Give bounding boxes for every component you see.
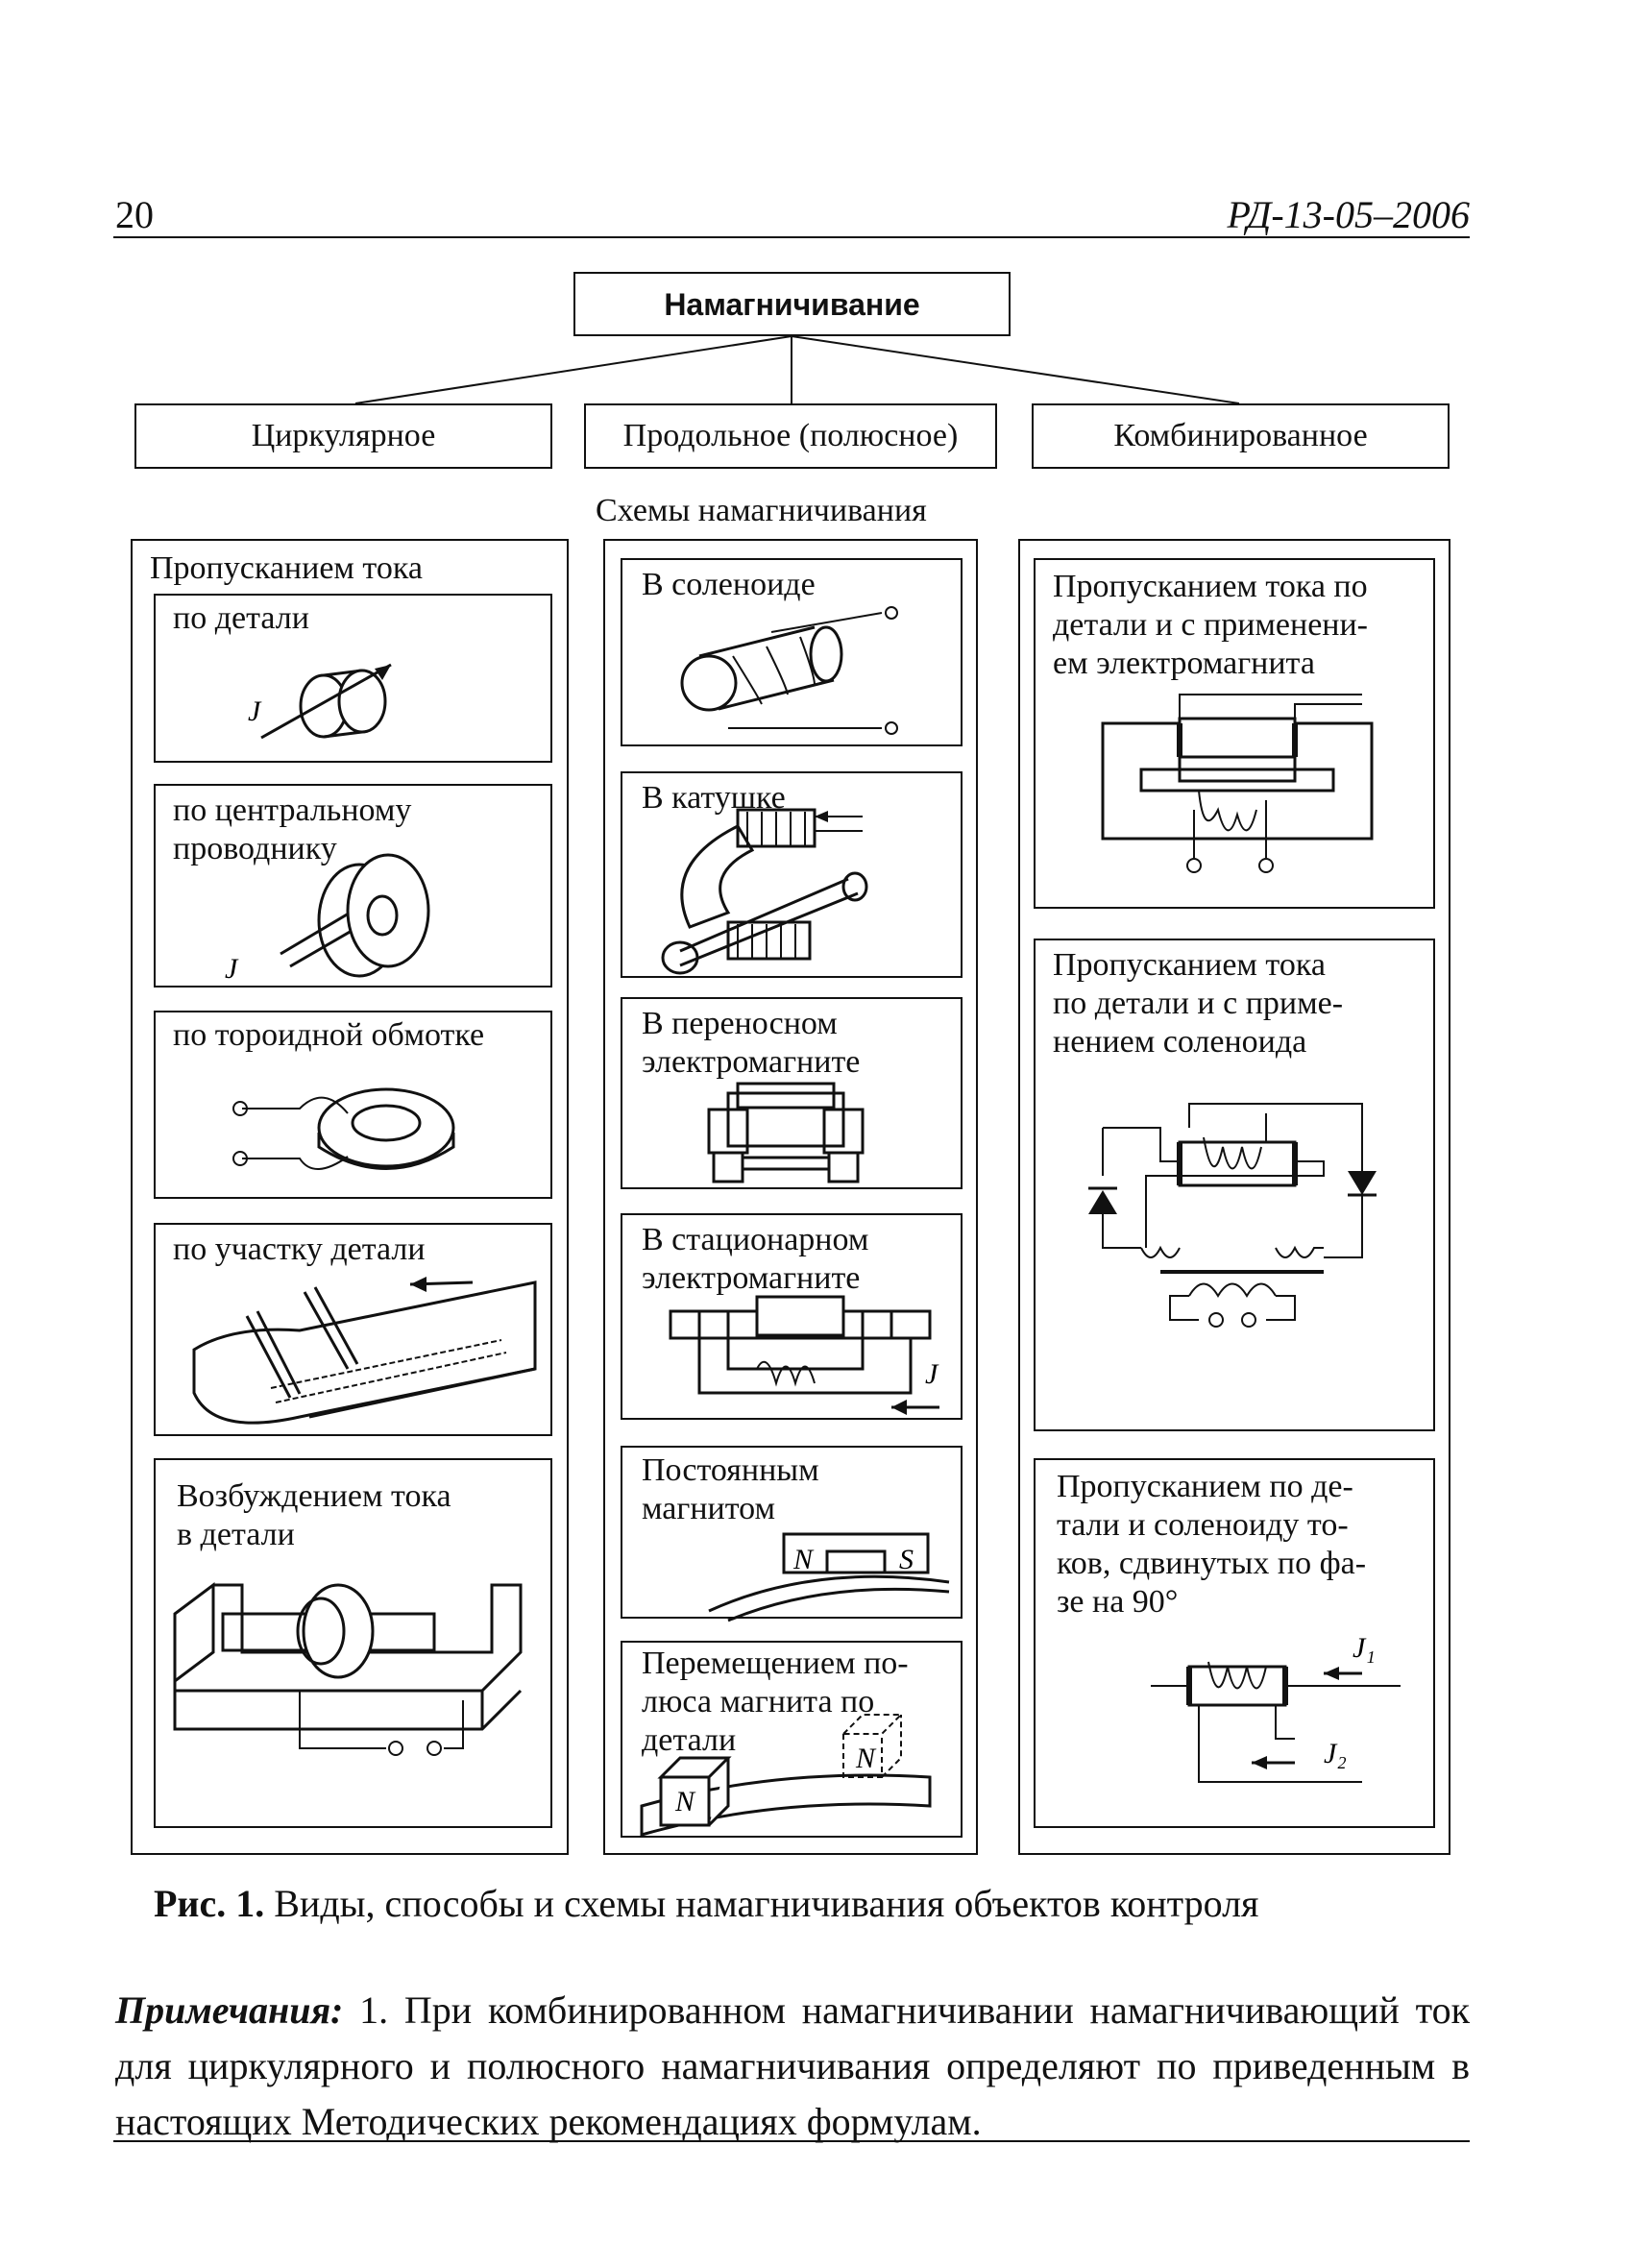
scheme-label: Пропусканием тока по детали и с применен… (1053, 569, 1368, 681)
solenoid-diagram (680, 606, 898, 735)
scheme-label: Перемещением по- люса магнита по детали (642, 1646, 909, 1758)
branch-label: Циркулярное (251, 418, 436, 453)
south-pole-label: S (899, 1544, 914, 1575)
induction-diagram (173, 1582, 523, 1756)
scheme-phase-shifted: Пропусканием по де- тали и соленоиду то-… (1034, 1458, 1435, 1828)
notes-text: 1. При комбинированном намагничивании на… (115, 1988, 1470, 2143)
scheme-moving-pole: Перемещением по- люса магнита по детали … (621, 1641, 963, 1838)
scheme-label: Пропусканием тока по детали и с приме- н… (1053, 947, 1344, 1060)
current-label: J (225, 953, 239, 985)
part-section-diagram (192, 1277, 537, 1425)
scheme-label: по детали (173, 600, 309, 636)
scheme-label: по центральному проводнику (173, 793, 412, 866)
north-pole-label: N (674, 1786, 696, 1817)
branch-label: Комбинированное (1113, 418, 1368, 453)
phase-shift-diagram: J₁ J₂ (1151, 1632, 1401, 1783)
branch-circular: Циркулярное (134, 403, 552, 469)
permanent-magnet-diagram: N S (708, 1532, 950, 1622)
tree-connectors (354, 335, 1240, 404)
scheme-label: по тороидной обмотке (173, 1017, 485, 1053)
scheme-label: В стационарном электромагните (642, 1222, 869, 1296)
scheme-coil: В катушке (621, 771, 963, 978)
branch-longitudinal: Продольное (полюсное) (584, 403, 997, 469)
portable-magnet-diagram (707, 1082, 865, 1183)
scheme-label: Пропусканием по де- тали и соленоиду то-… (1057, 1469, 1367, 1620)
scheme-combined-electromagnet: Пропусканием тока по детали и с применен… (1034, 558, 1435, 909)
caption-label: Рис. 1. (154, 1882, 265, 1925)
root-label: Намагничивание (664, 287, 920, 322)
scheme-label: В переносном электромагните (642, 1006, 861, 1080)
scheme-induced-current: Возбуждением тока в детали (154, 1458, 552, 1828)
header-rule (113, 236, 1470, 238)
scheme-label: В соленоиде (642, 567, 816, 602)
footer-rule (113, 2140, 1470, 2142)
scheme-label: Постоянным магнитом (642, 1452, 819, 1526)
scheme-permanent-magnet: Постоянным магнитом N S (621, 1446, 963, 1622)
scheme-stationary-electromagnet: В стационарном электромагните J (621, 1213, 963, 1420)
scheme-central-conductor: по центральному проводнику J (154, 784, 552, 988)
caption-text: Виды, способы и схемы намагничивания объ… (264, 1882, 1259, 1925)
current-label: J (248, 695, 262, 727)
notes-label: Примечания: (115, 1988, 344, 2032)
scheme-label: по участку детали (173, 1232, 426, 1267)
notes-paragraph: Примечания: 1. При комбинированном намаг… (115, 1983, 1470, 2150)
combined-electromagnet-diagram (1101, 694, 1374, 873)
scheme-toroidal-winding: по тороидной обмотке (154, 1011, 552, 1199)
figure-caption: Рис. 1. Виды, способы и схемы намагничив… (154, 1881, 1258, 1926)
stationary-magnet-diagram: J (669, 1295, 939, 1415)
scheme-through-part: по детали J (154, 594, 552, 763)
current-label: J₂ (1324, 1738, 1347, 1769)
scheme-combined-solenoid: Пропусканием тока по детали и с приме- н… (1034, 939, 1435, 1431)
north-pole-label: N (855, 1743, 877, 1774)
root-box: Намагничивание (573, 272, 1011, 336)
cylinder-diagram: J (248, 663, 392, 740)
column-longitudinal (603, 539, 978, 1855)
combined-solenoid-diagram (1088, 1103, 1377, 1328)
col1-title: Пропусканием тока (150, 550, 423, 586)
north-pole-label: N (792, 1544, 815, 1575)
ring-conductor-diagram: J (225, 853, 430, 985)
page-number: 20 (115, 193, 154, 236)
document-code: РД-13-05–2006 (1227, 193, 1470, 236)
schemes-title: Схемы намагничивания (596, 493, 927, 528)
scheme-solenoid: В соленоиде (621, 558, 963, 746)
current-label: J (925, 1358, 939, 1390)
branch-combined: Комбинированное (1032, 403, 1450, 469)
toroid-diagram (232, 1087, 455, 1170)
current-label: J₁ (1353, 1632, 1376, 1664)
scheme-part-section: по участку детали (154, 1223, 552, 1436)
moving-pole-diagram: N N (640, 1714, 932, 1837)
scheme-portable-electromagnet: В переносном электромагните (621, 997, 963, 1189)
branch-label: Продольное (полюсное) (622, 418, 959, 453)
scheme-label: Возбуждением тока в детали (177, 1478, 451, 1552)
coil-diagram (661, 808, 868, 975)
